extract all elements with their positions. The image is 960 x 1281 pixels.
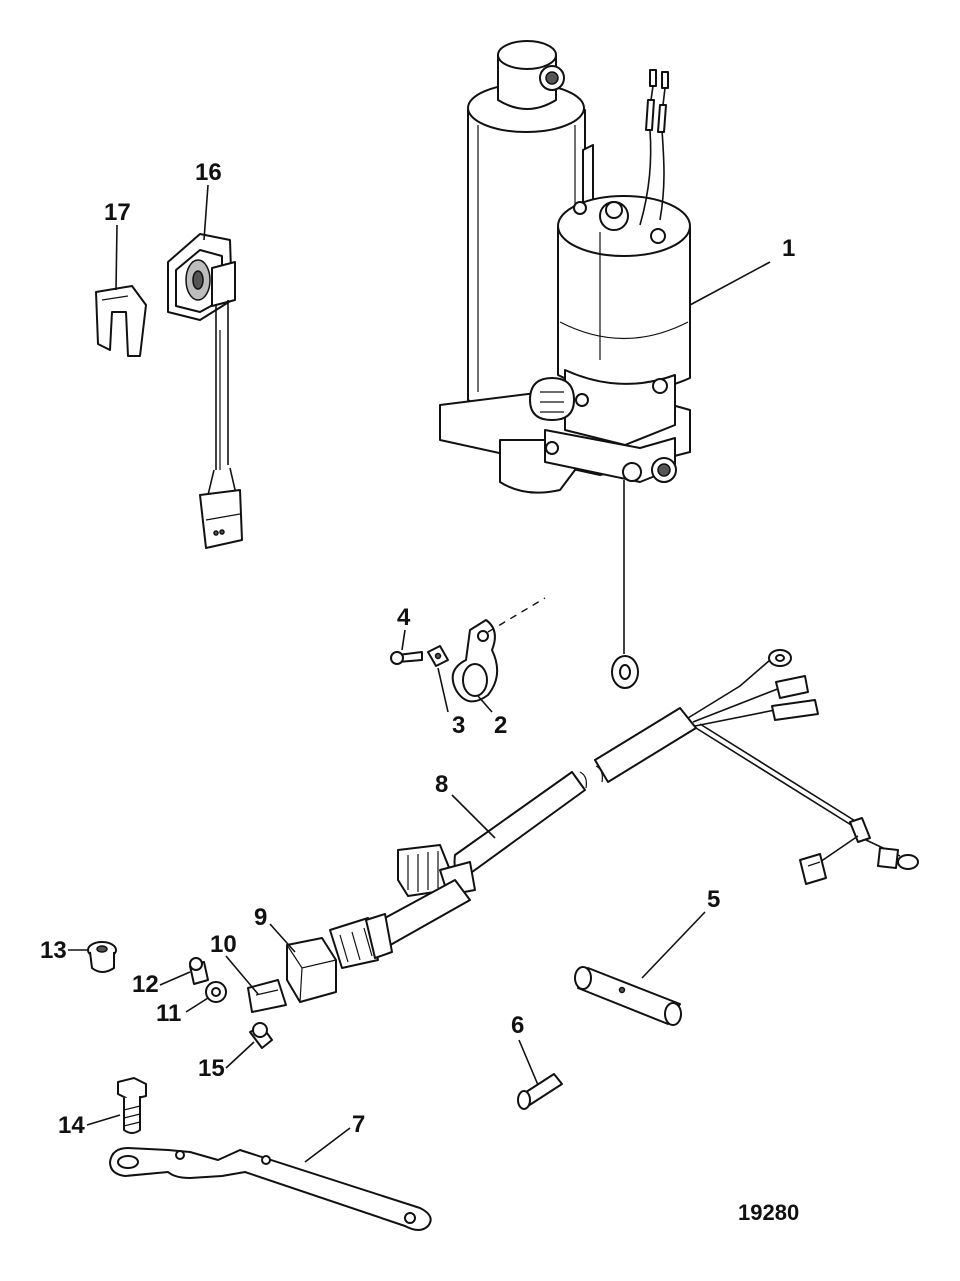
- callout-12: 12: [132, 971, 159, 998]
- callout-8: 8: [435, 771, 448, 798]
- callout-13: 13: [40, 937, 67, 964]
- callout-11: 11: [156, 1000, 181, 1027]
- callout-7: 7: [352, 1111, 365, 1138]
- callout-1: 1: [782, 235, 795, 262]
- callout-14: 14: [58, 1112, 85, 1139]
- callout-labels: 1 2 3 4 5 6 7 8 9 10 11 12 13 14 15 16 1…: [40, 159, 799, 1225]
- callout-16: 16: [195, 159, 222, 186]
- hex-bolt: [117, 1077, 147, 1134]
- trim-pump-motor: [439, 40, 691, 689]
- pivot-pin: [574, 966, 682, 1026]
- relay-bracket: [247, 979, 287, 1013]
- trim-switch: [167, 233, 243, 549]
- cable-clamp: [451, 597, 546, 703]
- callout-2: 2: [494, 712, 507, 739]
- callout-4: 4: [397, 604, 411, 631]
- switch-clip: [95, 285, 147, 357]
- callout-3: 3: [452, 712, 465, 739]
- callout-9: 9: [254, 904, 267, 931]
- callout-6: 6: [511, 1012, 524, 1039]
- bolt-15: [249, 1022, 273, 1049]
- callout-17: 17: [104, 199, 131, 226]
- leader-lines: [68, 184, 771, 1163]
- mounting-bracket: [109, 1147, 432, 1231]
- callout-5: 5: [707, 886, 720, 913]
- callout-15: 15: [198, 1055, 225, 1082]
- clamp-screw: [390, 651, 423, 665]
- clevis-pin: [517, 1073, 563, 1110]
- small-screw: [189, 957, 209, 985]
- nut: [205, 981, 227, 1003]
- figure-id: 19280: [738, 1200, 799, 1225]
- clamp-washer: [427, 645, 449, 667]
- wire-harness: [329, 649, 919, 969]
- relay: [286, 937, 337, 1003]
- grommet: [87, 941, 117, 973]
- callout-10: 10: [210, 931, 237, 958]
